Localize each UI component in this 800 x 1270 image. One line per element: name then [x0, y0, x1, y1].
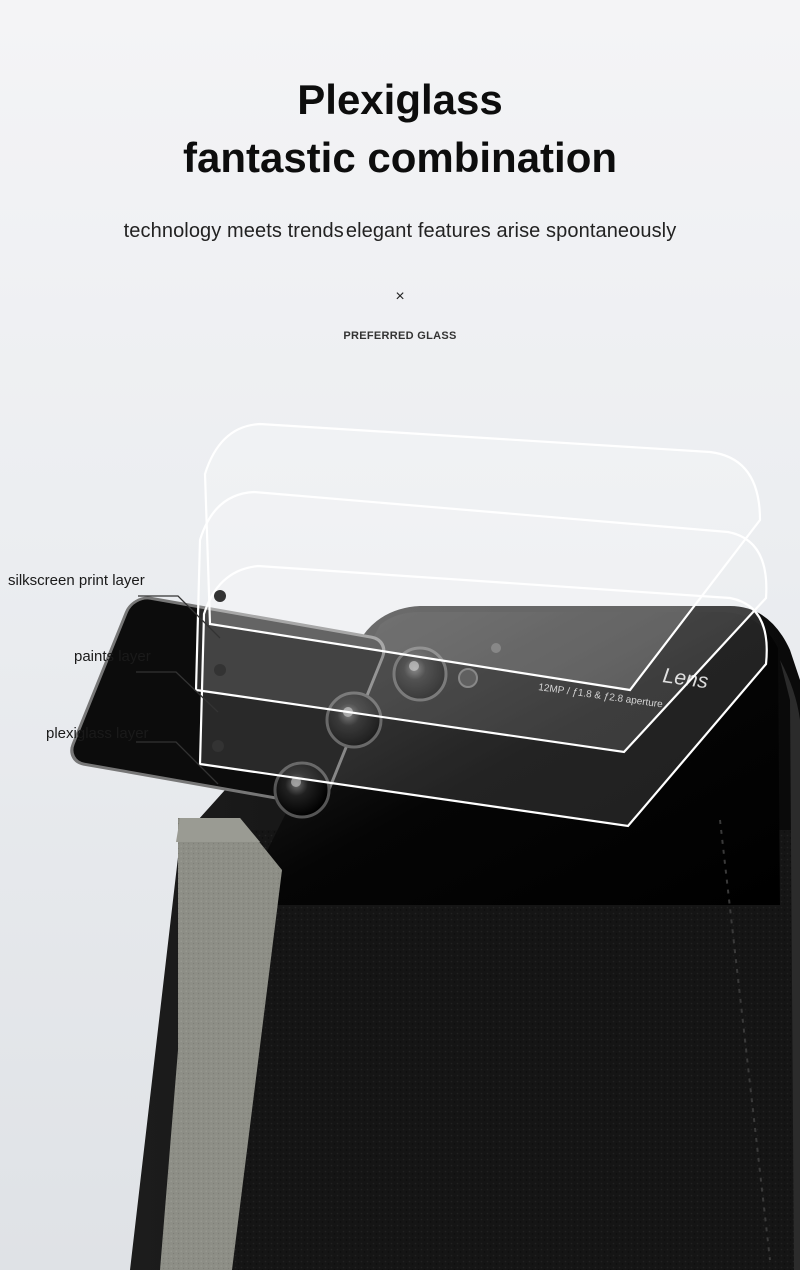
callout-lines	[136, 595, 221, 785]
separator-cross: ×	[395, 288, 405, 305]
camera-lens-2	[325, 691, 383, 749]
subcaption: PREFERRED GLASS	[343, 330, 457, 342]
label-plexiglass-layer: plexiglass layer	[46, 725, 149, 742]
glass-layer-middle	[194, 490, 768, 754]
callout-dot-plexiglass	[212, 740, 224, 752]
callout-dot-silkscreen	[214, 590, 226, 602]
leather-back-panel	[160, 830, 800, 1270]
camera-module	[70, 596, 501, 819]
label-paints-layer: paints layer	[74, 648, 151, 665]
headline-line-2: fantastic combination	[182, 134, 618, 181]
flash-icon	[458, 668, 478, 688]
label-silkscreen-print-layer: silkscreen print layer	[8, 572, 145, 589]
glass-layer-bottom	[198, 564, 768, 828]
tagline-part-2: elegant features arise spontaneously	[345, 220, 677, 242]
gray-leather-strip	[160, 818, 282, 1270]
camera-lens-1	[392, 646, 448, 702]
side-stitching	[719, 819, 771, 1261]
callout-dot-paints	[214, 664, 226, 676]
glass-layer-top	[203, 422, 762, 692]
tagline-part-1: technology meets trends	[123, 220, 344, 242]
headline-line-1: Plexiglass	[297, 76, 503, 123]
glass-plate	[240, 612, 780, 905]
